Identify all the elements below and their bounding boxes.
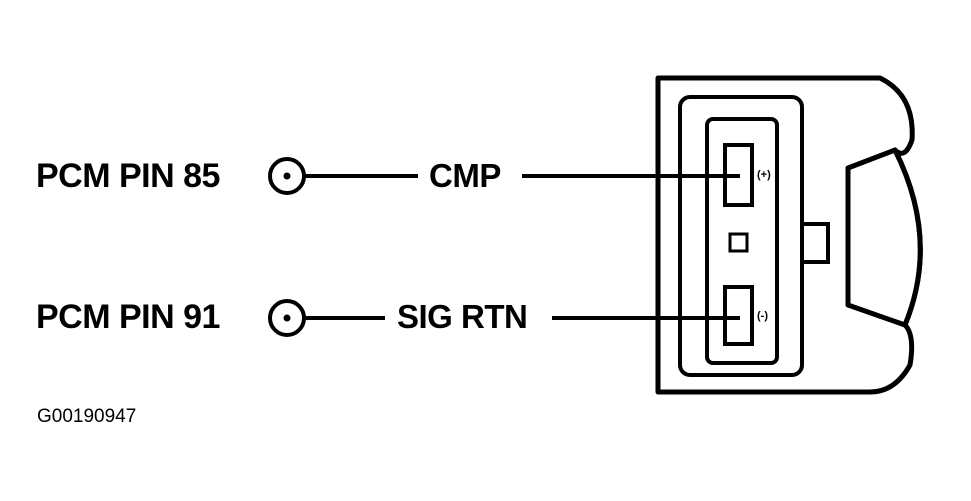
terminal-lower	[723, 285, 754, 346]
connector-key-tab	[802, 222, 830, 264]
pin-91-terminal-dot	[283, 314, 291, 322]
pin-91-label: PCM PIN 91	[36, 298, 220, 336]
cmp-signal-label: CMP	[426, 159, 504, 192]
terminal-upper-polarity: (+)	[757, 169, 771, 181]
pin-85-label: PCM PIN 85	[36, 157, 220, 195]
connector-latch	[845, 147, 923, 328]
sig-rtn-signal-label: SIG RTN	[394, 300, 531, 333]
connector-housing	[655, 75, 923, 395]
center-key	[728, 232, 749, 253]
figure-code: G00190947	[37, 406, 137, 427]
terminal-lower-polarity: (-)	[757, 310, 768, 322]
terminal-cavity	[705, 117, 779, 365]
connector-inner-frame	[678, 95, 804, 377]
pin-85-terminal-dot	[283, 172, 291, 180]
